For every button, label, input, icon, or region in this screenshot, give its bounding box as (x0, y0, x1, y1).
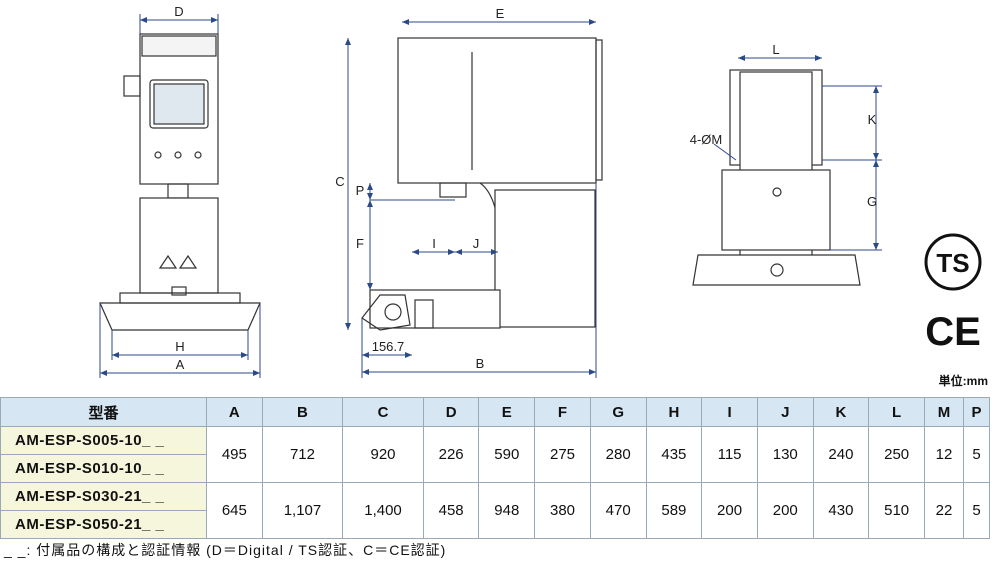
top-view-dimensions (713, 55, 882, 251)
value-cell-g: 470 (589, 482, 647, 539)
top-view-drawing (692, 69, 861, 286)
header-l: L (868, 397, 925, 427)
dim-label-e: E (496, 6, 505, 21)
model-cell: AM-ESP-S005-10_ _ (0, 426, 207, 455)
value-cell-c: 920 (342, 426, 424, 483)
value-cell-p: 5 (963, 482, 990, 539)
dim-label-f: F (356, 236, 364, 251)
value-cell-m: 12 (923, 426, 965, 483)
value-cell-a: 495 (206, 426, 263, 483)
dim-label-c: C (335, 174, 344, 189)
model-cell: AM-ESP-S030-21_ _ (0, 482, 207, 511)
value-cell-g: 280 (589, 426, 647, 483)
side-view-dimensions (345, 19, 597, 378)
dimension-drawings: D H A E C P F I J 156.7 B (99, 4, 982, 378)
dim-label-i: I (432, 236, 436, 251)
value-cell-h: 435 (645, 426, 703, 483)
header-e: E (478, 397, 536, 427)
header-model: 型番 (0, 397, 207, 427)
value-cell-h: 589 (645, 482, 703, 539)
side-view-drawing (361, 37, 603, 331)
header-b: B (261, 397, 344, 427)
header-i: I (701, 397, 758, 427)
ce-mark-logo: CE (925, 310, 981, 354)
header-a: A (206, 397, 263, 427)
footnote: _ _: 付属品の構成と認証情報 (D＝Digital / TS認証、C＝CE認… (4, 542, 447, 558)
value-cell-f: 380 (534, 482, 591, 539)
header-h: H (645, 397, 703, 427)
dim-label-p: P (356, 183, 365, 198)
value-cell-b: 1,107 (261, 482, 344, 539)
unit-label: 単位:mm (938, 374, 988, 388)
dim-label-d: D (174, 4, 183, 19)
value-cell-k: 430 (812, 482, 870, 539)
header-j: J (756, 397, 814, 427)
model-cell: AM-ESP-S050-21_ _ (0, 510, 207, 539)
value-cell-e: 948 (478, 482, 536, 539)
header-c: C (342, 397, 424, 427)
header-f: F (534, 397, 591, 427)
header-m: M (923, 397, 965, 427)
value-cell-d: 226 (422, 426, 480, 483)
dim-label-g: G (867, 194, 877, 209)
header-k: K (812, 397, 870, 427)
value-cell-k: 240 (812, 426, 870, 483)
front-view-dimensions (99, 14, 261, 378)
value-cell-j: 200 (756, 482, 814, 539)
value-cell-a: 645 (206, 482, 263, 539)
table-row: AM-ESP-S010-10_ _ (0, 454, 990, 483)
dim-label-l: L (772, 42, 779, 57)
value-cell-p: 5 (963, 426, 990, 483)
value-cell-b: 712 (261, 426, 344, 483)
dim-label-hole: 4-ØM (690, 132, 723, 147)
header-p: P (963, 397, 990, 427)
value-cell-c: 1,400 (342, 482, 424, 539)
dim-label-h: H (175, 339, 184, 354)
value-cell-m: 22 (923, 482, 965, 539)
value-cell-f: 275 (534, 426, 591, 483)
dim-label-a: A (176, 357, 185, 372)
value-cell-j: 130 (756, 426, 814, 483)
svg-text:TS: TS (936, 248, 969, 278)
value-cell-l: 510 (868, 482, 925, 539)
dim-label-j: J (473, 236, 480, 251)
dim-label-156-7: 156.7 (372, 339, 405, 354)
table-row: AM-ESP-S050-21_ _ (0, 510, 990, 539)
value-cell-i: 200 (701, 482, 758, 539)
header-g: G (589, 397, 647, 427)
ts-mark-logo: TS (924, 233, 982, 291)
dim-label-k: K (868, 112, 877, 127)
model-cell: AM-ESP-S010-10_ _ (0, 454, 207, 483)
value-cell-e: 590 (478, 426, 536, 483)
dim-label-b: B (476, 356, 485, 371)
header-d: D (422, 397, 480, 427)
value-cell-i: 115 (701, 426, 758, 483)
value-cell-l: 250 (868, 426, 925, 483)
value-cell-d: 458 (422, 482, 480, 539)
front-view-drawing (99, 33, 261, 331)
